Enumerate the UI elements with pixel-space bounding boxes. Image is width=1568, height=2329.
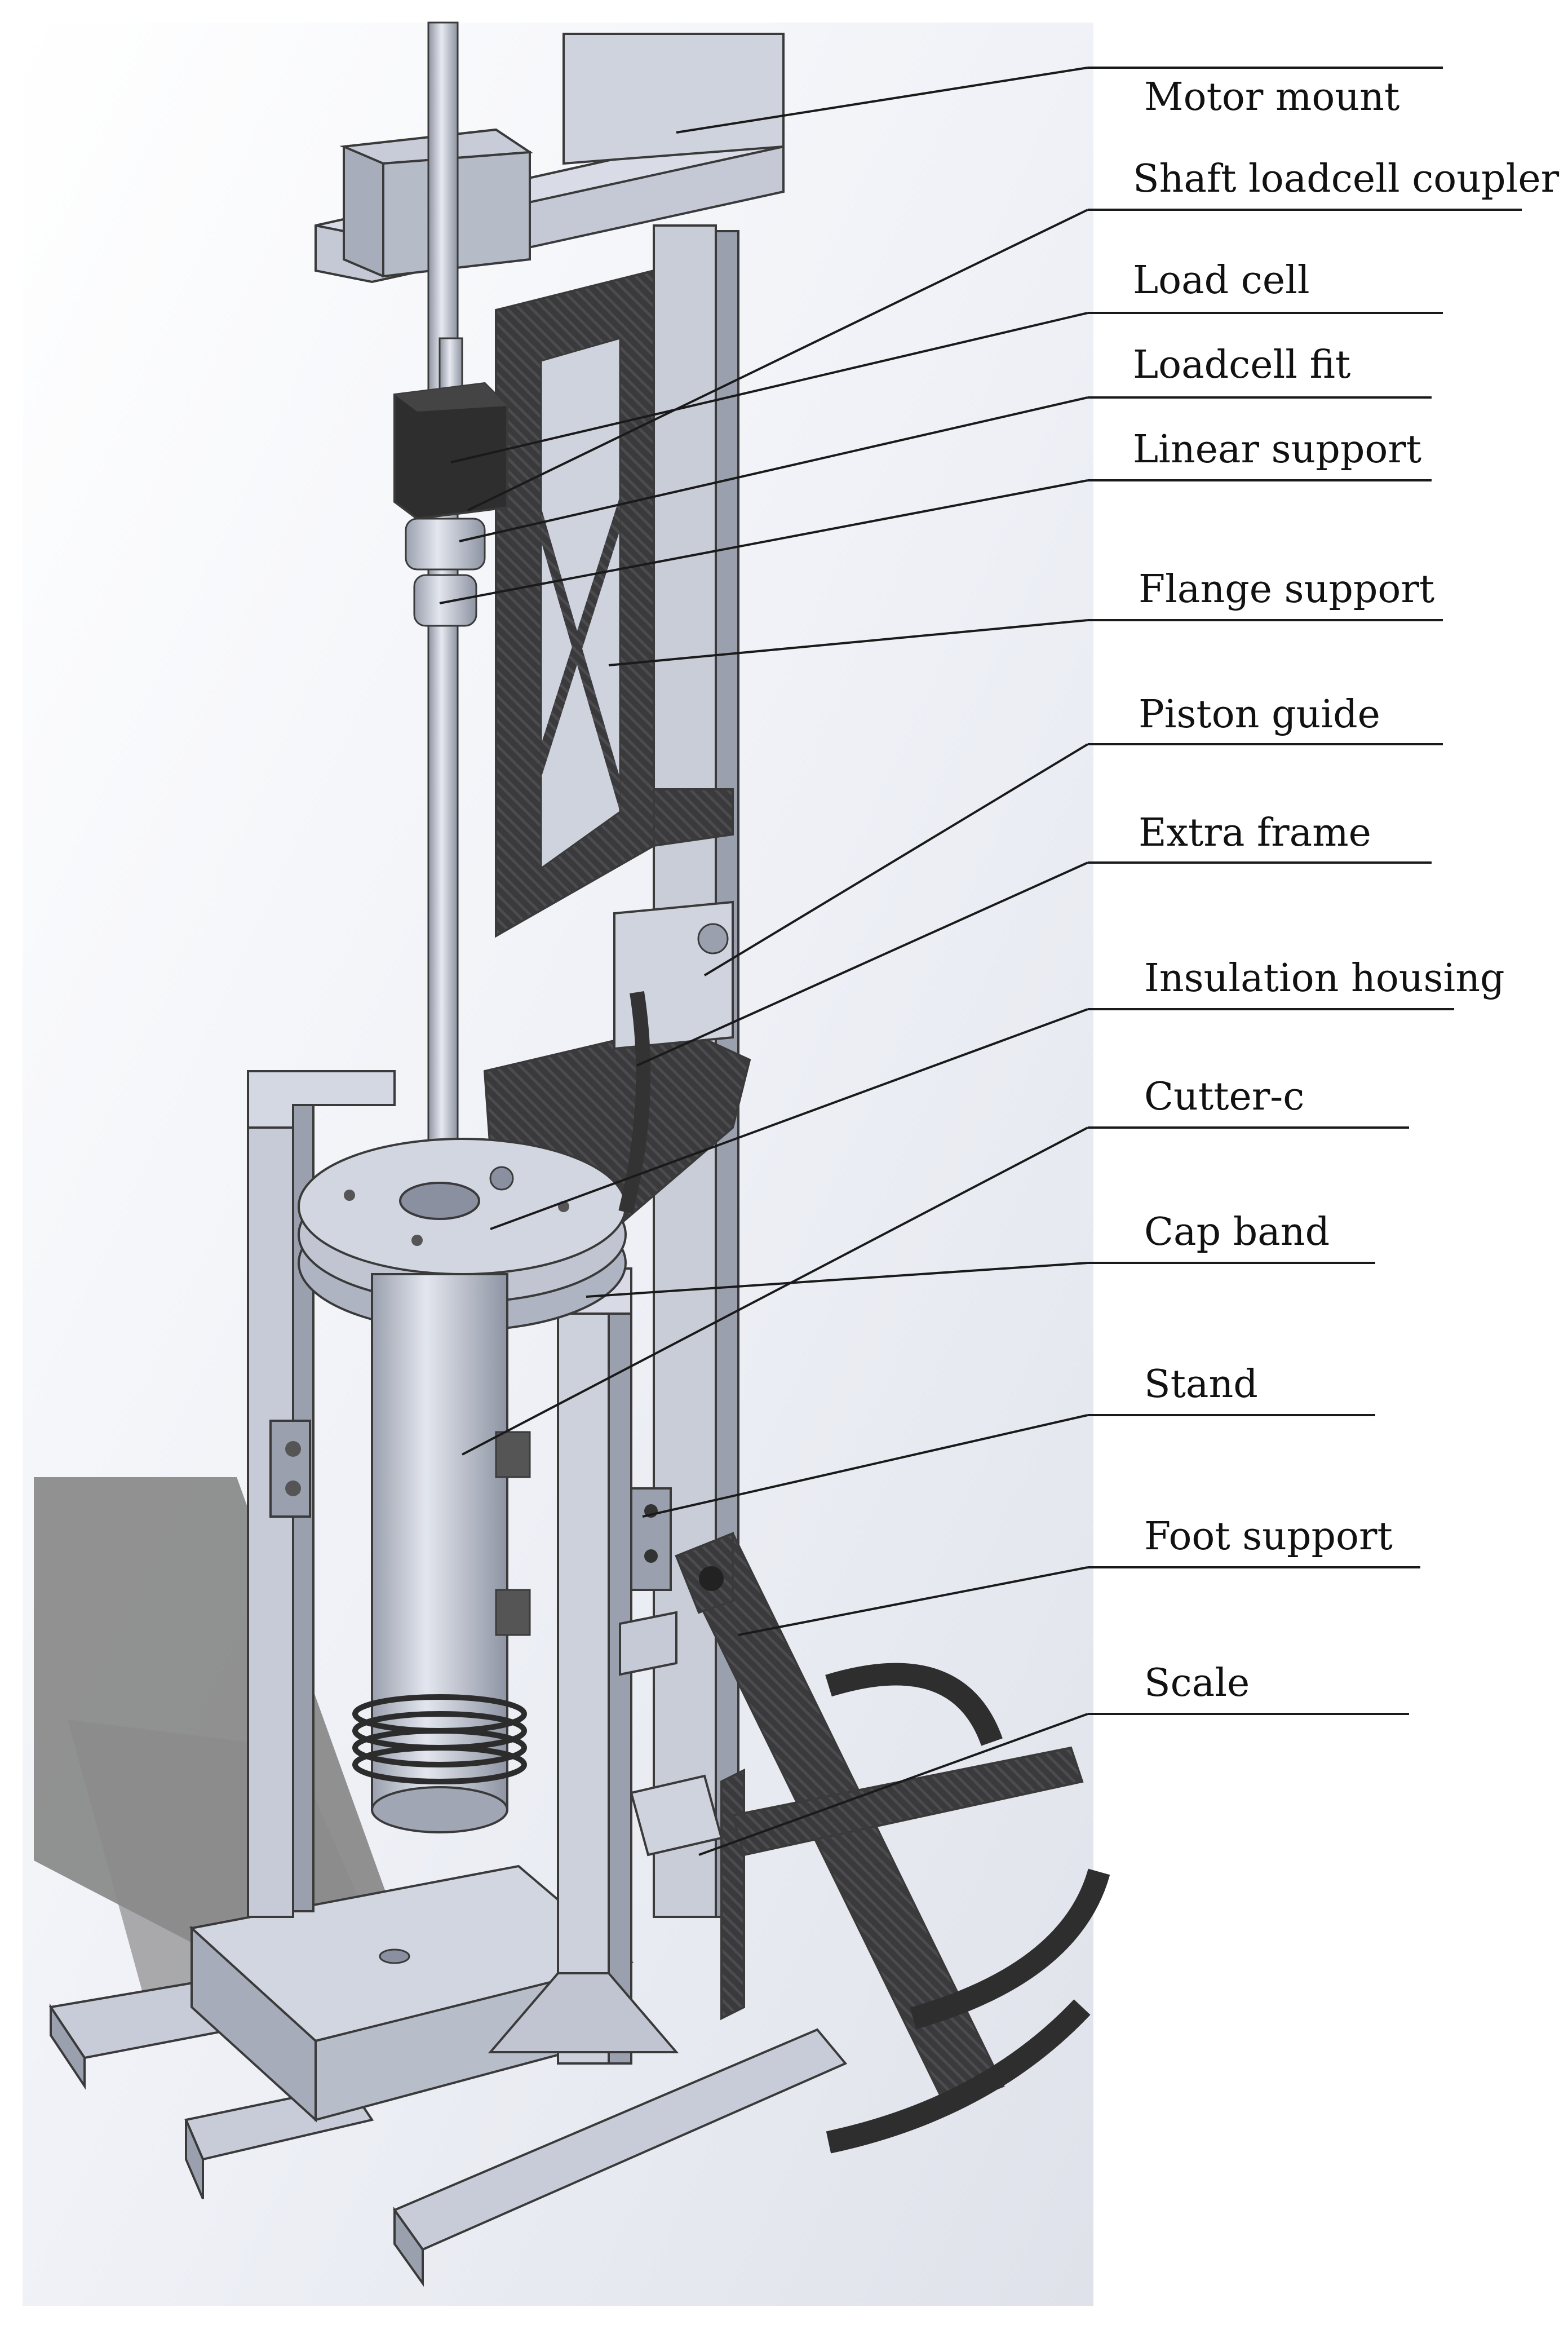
- extra-frame: [495, 269, 734, 938]
- stand-front-upright: [488, 1267, 679, 2065]
- label-foot-support: Foot support: [1144, 1514, 1393, 1559]
- cutter-c: [495, 1431, 531, 1636]
- load-cell-assembly: [393, 337, 508, 627]
- lower-bracket: [619, 1487, 723, 1857]
- label-stand: Stand: [1144, 1362, 1258, 1407]
- label-extra-frame: Extra frame: [1139, 811, 1371, 855]
- cap-band-coils: [352, 1694, 527, 1784]
- label-shaft-loadcell-coupler: Shaft loadcell coupler: [1133, 157, 1560, 201]
- label-flange-support: Flange support: [1139, 567, 1434, 612]
- label-motor-mount: Motor mount: [1144, 75, 1399, 120]
- label-loadcell-fit: Loadcell fit: [1133, 343, 1350, 387]
- labels: Motor mount Shaft loadcell coupler Load …: [1133, 75, 1560, 1705]
- label-scale: Scale: [1144, 1661, 1250, 1705]
- foot-support: [731, 1663, 1110, 2154]
- label-piston-guide: Piston guide: [1139, 692, 1380, 737]
- label-cap-band: Cap band: [1144, 1210, 1330, 1254]
- insulation-housing-cylinder: [371, 1273, 508, 1833]
- label-linear-support: Linear support: [1133, 427, 1421, 472]
- piston-guide: [618, 991, 651, 1214]
- label-cutter-c: Cutter-c: [1144, 1075, 1304, 1119]
- label-load-cell: Load cell: [1133, 258, 1310, 303]
- label-insulation-housing: Insulation housing: [1144, 956, 1505, 1001]
